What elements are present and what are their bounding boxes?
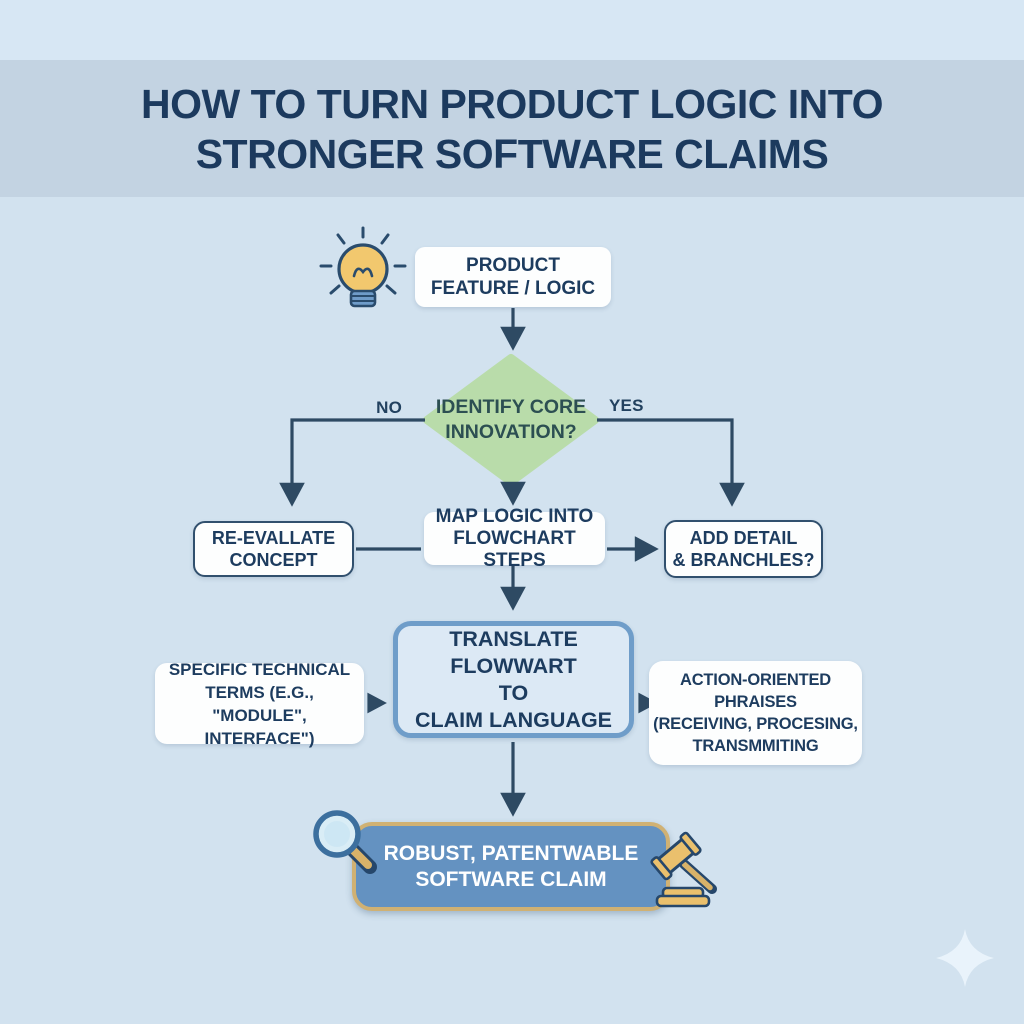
title-banner: HOW TO TURN PRODUCT LOGIC INTO STRONGER … bbox=[0, 60, 1024, 197]
node-action-phrases-line3: (RECEIVING, PROCESING, bbox=[653, 715, 858, 733]
node-technical-terms-line2: TERMS (E.G., bbox=[205, 682, 314, 702]
node-map-logic: MAP LOGIC INTO FLOWCHART STEPS bbox=[424, 506, 605, 571]
node-technical-terms-line1: SPECIFIC TECHNICAL bbox=[168, 659, 351, 679]
node-technical-terms: SPECIFIC TECHNICAL TERMS (E.G., "MODULE"… bbox=[155, 660, 364, 748]
node-result-claim-line1: ROBUST, PATENTWABLE bbox=[383, 841, 639, 865]
node-decision-line1: IDENTIFY CORE bbox=[435, 396, 587, 418]
node-result-claim-line2: SOFTWARE CLAIM bbox=[415, 867, 607, 891]
node-action-phrases-line4: TRANSMMITING bbox=[692, 737, 819, 755]
branch-no-label: NO bbox=[376, 398, 402, 417]
node-action-phrases-line1: ACTION-ORIENTED bbox=[680, 671, 831, 689]
node-product-feature: PRODUCT FEATURE / LOGIC bbox=[415, 247, 611, 307]
node-product-feature-line1: PRODUCT bbox=[466, 255, 560, 276]
page-title-line1: HOW TO TURN PRODUCT LOGIC INTO bbox=[141, 80, 883, 127]
gavel-icon bbox=[650, 831, 717, 908]
node-result-claim: ROBUST, PATENTWABLE SOFTWARE CLAIM bbox=[352, 822, 670, 911]
node-action-phrases-line2: PHRAISES bbox=[714, 693, 797, 711]
lightbulb-icon bbox=[319, 226, 407, 308]
node-reevaluate-line2: CONCEPT bbox=[229, 550, 318, 570]
node-action-phrases: ACTION-ORIENTED PHRAISES (RECEIVING, PRO… bbox=[649, 661, 862, 765]
node-map-logic-line1: MAP LOGIC INTO bbox=[435, 505, 594, 527]
node-technical-terms-line3: "MODULE", INTERFACE") bbox=[204, 705, 315, 748]
node-reevaluate: RE-EVALLATE CONCEPT bbox=[193, 521, 354, 577]
node-reevaluate-line1: RE-EVALLATE bbox=[211, 528, 336, 548]
node-decision-line2: INNOVATION? bbox=[445, 421, 577, 443]
node-translate-line2: TO bbox=[498, 680, 529, 705]
node-add-detail: ADD DETAIL & BRANCHLES? bbox=[664, 520, 823, 578]
magnifying-glass-icon bbox=[313, 810, 377, 874]
node-map-logic-line2: FLOWCHART STEPS bbox=[453, 527, 576, 571]
page-title-line2: STRONGER SOFTWARE CLAIMS bbox=[195, 130, 829, 177]
sparkle-icon bbox=[936, 929, 994, 987]
node-decision: IDENTIFY CORE INNOVATION? bbox=[427, 384, 595, 456]
branch-yes-label: YES bbox=[609, 396, 644, 415]
node-product-feature-line2: FEATURE / LOGIC bbox=[430, 278, 596, 299]
node-add-detail-line2: & BRANCHLES? bbox=[672, 550, 815, 570]
node-translate-line1: TRANSLATE FLOWWART bbox=[449, 626, 578, 678]
node-translate-line3: CLAIM LANGUAGE bbox=[414, 707, 613, 732]
node-translate: TRANSLATE FLOWWART TO CLAIM LANGUAGE bbox=[393, 621, 634, 738]
node-add-detail-line1: ADD DETAIL bbox=[689, 528, 798, 548]
